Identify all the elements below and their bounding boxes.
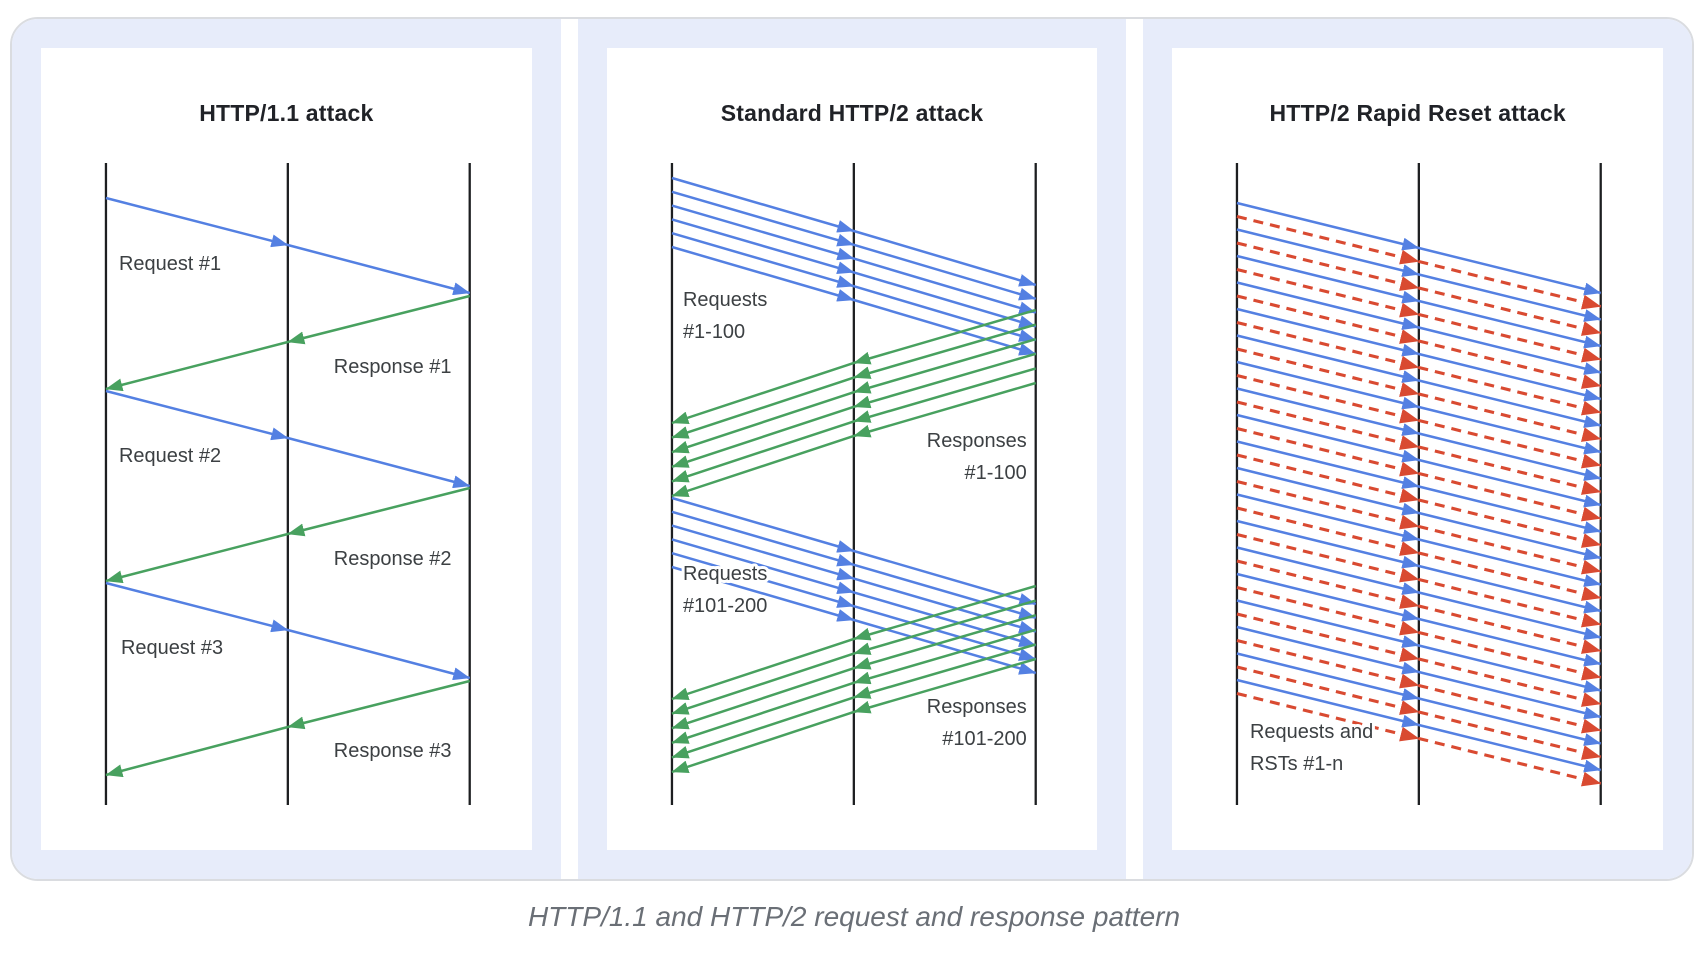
flow-label: Request #2	[119, 445, 221, 467]
response-arrow	[671, 381, 1036, 498]
response-arrow	[105, 294, 471, 392]
flow-label: #101-200	[683, 595, 767, 617]
request-arrow	[671, 245, 1036, 356]
request-arrow	[671, 565, 1036, 675]
response-arrow	[105, 679, 471, 778]
http2-sequence-diagram: Requests#1-100Responses#1-100Requests#10…	[670, 163, 1037, 805]
response-arrow	[671, 657, 1036, 774]
panel-title-http11: HTTP/1.1 attack	[199, 100, 374, 126]
flow-label: #1-100	[964, 462, 1026, 484]
flow-label: Request #1	[119, 253, 221, 275]
request-arrow	[105, 581, 471, 681]
flow-label: Request #3	[121, 637, 223, 659]
panel-title-rapidreset: HTTP/2 Rapid Reset attack	[1269, 100, 1566, 126]
response-arrow	[105, 486, 471, 584]
request-arrow	[105, 389, 471, 489]
flow-label: #101-200	[942, 728, 1026, 750]
flow-label: Response #3	[334, 740, 452, 762]
flow-label: Responses	[926, 696, 1026, 718]
flow-label: Responses	[926, 430, 1026, 452]
reset-arrow	[1236, 691, 1602, 787]
flow-label: Response #2	[334, 548, 452, 570]
request-arrow	[105, 196, 471, 296]
panel-title-http2: Standard HTTP/2 attack	[720, 100, 984, 126]
figure-caption: HTTP/1.1 and HTTP/2 request and response…	[527, 901, 1181, 932]
flow-label: Response #1	[334, 356, 452, 378]
flow-label: Requests	[683, 289, 767, 311]
flow-label: Requests and	[1250, 721, 1373, 743]
flow-label: #1-100	[683, 321, 745, 343]
flow-label: RSTs #1-n	[1250, 753, 1343, 775]
flow-label: Requests	[683, 563, 767, 585]
http11-sequence-diagram: Request #1 Response #1 Request #2 Response …	[104, 163, 471, 805]
